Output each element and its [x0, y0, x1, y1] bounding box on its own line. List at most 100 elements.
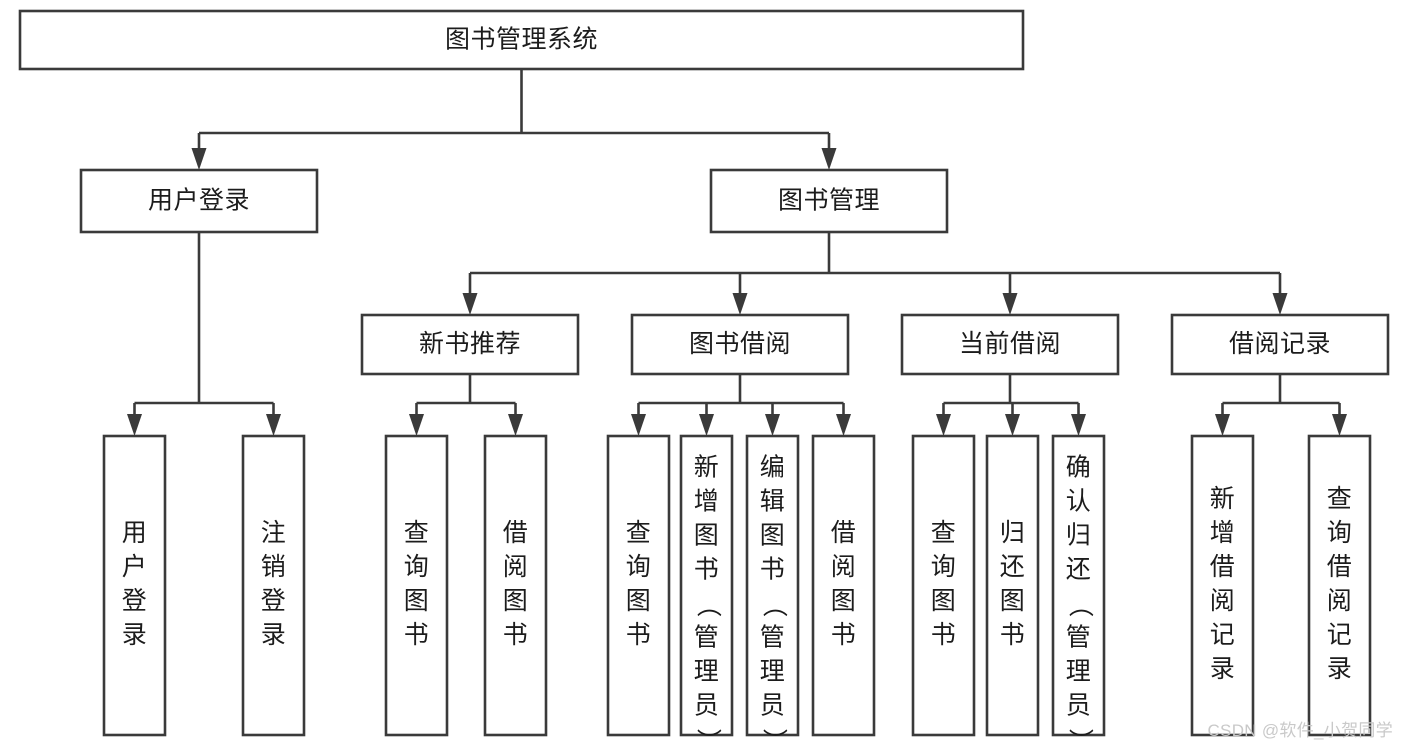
- node-box-book-management[interactable]: [709, 168, 949, 234]
- node-label-char: 图: [404, 587, 430, 615]
- node-box-book-borrow[interactable]: [630, 313, 850, 376]
- node-label-char: 录: [261, 621, 287, 649]
- node-label-char: 查: [931, 519, 957, 547]
- connector-group-current-borrow-to-leaves: [936, 374, 1086, 436]
- node-label-char: ）: [694, 728, 722, 747]
- node-label-char: 销: [261, 553, 287, 581]
- arrow-head-icon: [462, 293, 478, 315]
- node-box-leaf-user-login[interactable]: [102, 434, 167, 737]
- connectors-layer: [127, 69, 1347, 436]
- node-box-leaf-logout[interactable]: [241, 434, 306, 737]
- connector-group-borrow-record-to-leaves: [1215, 374, 1347, 436]
- arrow-head-icon: [936, 414, 951, 436]
- node-box-root[interactable]: [18, 9, 1025, 71]
- node-new-book-recommend[interactable]: 新书推荐: [360, 313, 580, 376]
- node-box-leaf-add-borrow-record[interactable]: [1190, 434, 1255, 737]
- node-label-char: 理: [760, 658, 786, 686]
- node-label-char: 录: [1210, 655, 1236, 683]
- node-label-char: 录: [122, 621, 148, 649]
- node-box-user-login[interactable]: [79, 168, 319, 234]
- node-label-char: 图: [1000, 587, 1026, 615]
- node-label-char: 询: [626, 553, 652, 581]
- node-box-borrow-record[interactable]: [1170, 313, 1390, 376]
- node-box-current-borrow[interactable]: [900, 313, 1120, 376]
- node-label-new-book-recommend: 新书推荐: [419, 330, 521, 358]
- node-box-new-book-recommend[interactable]: [360, 313, 580, 376]
- arrow-head-icon: [1272, 293, 1288, 315]
- node-label-char: 记: [1327, 621, 1353, 649]
- node-label-char: 借: [1327, 553, 1353, 581]
- arrow-head-icon: [836, 414, 851, 436]
- arrow-head-icon: [266, 414, 281, 436]
- node-label-char: 注: [261, 519, 287, 547]
- nodes-layer: 图书管理系统用户登录图书管理新书推荐图书借阅当前借阅借阅记录用户登录注销登录查询…: [18, 9, 1390, 752]
- arrow-head-icon: [409, 414, 424, 436]
- node-box-leaf-borrow-book-rec[interactable]: [483, 434, 548, 737]
- node-label-char: 查: [626, 519, 652, 547]
- node-label-char: 查: [1327, 485, 1353, 513]
- node-label-char: 确: [1066, 454, 1092, 482]
- node-label-char: 辑: [760, 488, 786, 516]
- node-label-char: （: [694, 592, 722, 618]
- node-label-char: 管: [694, 624, 720, 652]
- node-box-leaf-query-book-current[interactable]: [911, 434, 976, 737]
- node-box-leaf-return-book[interactable]: [985, 434, 1040, 737]
- arrow-head-icon: [191, 148, 207, 170]
- node-box-leaf-query-book-borrow[interactable]: [606, 434, 671, 737]
- node-label-user-login: 用户登录: [148, 187, 250, 215]
- node-label-char: 图: [831, 587, 857, 615]
- node-current-borrow[interactable]: 当前借阅: [900, 313, 1120, 376]
- node-book-borrow[interactable]: 图书借阅: [630, 313, 850, 376]
- node-box-leaf-query-borrow-record[interactable]: [1307, 434, 1372, 737]
- node-label-char: 书: [1000, 621, 1026, 649]
- node-box-leaf-edit-book-admin[interactable]: [745, 434, 800, 737]
- node-root[interactable]: 图书管理系统: [18, 9, 1025, 71]
- node-label-char: 增: [1210, 519, 1236, 547]
- arrow-head-icon: [732, 293, 748, 315]
- node-label-char: 图: [626, 587, 652, 615]
- node-label-root: 图书管理系统: [445, 26, 598, 54]
- node-label-char: 还: [1000, 553, 1026, 581]
- node-box-leaf-query-book-rec[interactable]: [384, 434, 449, 737]
- node-box-leaf-borrow-book[interactable]: [811, 434, 876, 737]
- connector-group-book-management-to-level3: [462, 232, 1288, 315]
- node-label-char: 图: [931, 587, 957, 615]
- arrow-head-icon: [631, 414, 646, 436]
- node-label-char: 新: [1210, 485, 1236, 513]
- node-label-char: 借: [831, 519, 857, 547]
- node-borrow-record[interactable]: 借阅记录: [1170, 313, 1390, 376]
- node-book-management[interactable]: 图书管理: [709, 168, 949, 234]
- node-box-leaf-add-book-admin[interactable]: [679, 434, 734, 737]
- node-label-char: （: [1066, 592, 1094, 618]
- node-label-char: 登: [261, 587, 287, 615]
- node-label-char: 还: [1066, 556, 1092, 584]
- node-label-char: ）: [760, 728, 788, 747]
- connector-group-new-book-recommend-to-leaves: [409, 374, 523, 436]
- arrow-head-icon: [1332, 414, 1347, 436]
- node-label-char: ）: [1066, 728, 1094, 747]
- arrow-head-icon: [699, 414, 714, 436]
- node-label-borrow-record: 借阅记录: [1229, 330, 1331, 358]
- node-label-char: 询: [404, 553, 430, 581]
- node-user-login[interactable]: 用户登录: [79, 168, 319, 234]
- arrow-head-icon: [1005, 414, 1020, 436]
- node-label-char: 录: [1327, 655, 1353, 683]
- arrow-head-icon: [1002, 293, 1018, 315]
- node-label-char: 新: [694, 454, 720, 482]
- connector-group-book-borrow-to-leaves: [631, 374, 851, 436]
- node-box-leaf-confirm-return-admin[interactable]: [1051, 434, 1106, 737]
- node-leaf-user-login[interactable]: 用户登录: [102, 434, 167, 737]
